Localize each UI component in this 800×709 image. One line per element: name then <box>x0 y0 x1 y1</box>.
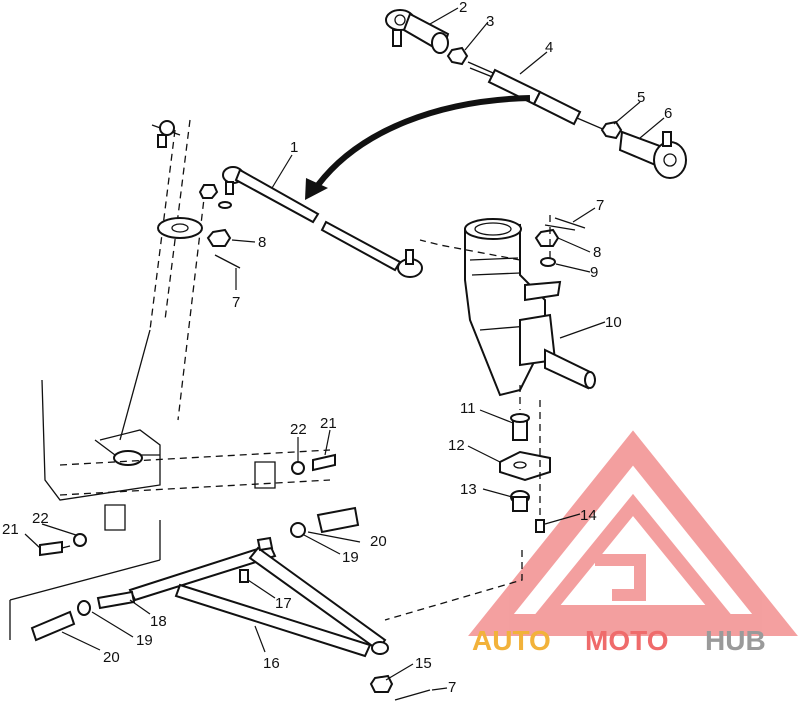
callout-16: 16 <box>263 655 280 672</box>
watermark-logo <box>468 430 798 636</box>
callout-1: 1 <box>290 139 298 156</box>
a-arm <box>96 536 389 658</box>
a-arm-hardware <box>30 453 431 701</box>
callout-11: 11 <box>460 400 476 417</box>
callout-7-arm: 7 <box>448 679 456 696</box>
watermark-part-moto: MOTO <box>585 625 668 656</box>
tie-rod-assembly-exploded <box>385 9 687 179</box>
callout-22-left: 22 <box>32 510 49 527</box>
callout-3: 3 <box>486 13 494 30</box>
callout-18: 18 <box>150 613 167 630</box>
callout-8-post: 8 <box>258 234 266 251</box>
callout-7-post: 7 <box>232 294 240 311</box>
watermark-part-auto: AUTO <box>472 625 551 656</box>
callout-22-right: 22 <box>290 421 307 438</box>
callout-14: 14 <box>580 507 597 524</box>
callout-17: 17 <box>275 595 292 612</box>
watermark-part-hub: HUB <box>705 625 766 656</box>
callout-4: 4 <box>545 39 553 56</box>
callout-20-right: 20 <box>370 533 387 550</box>
callout-19-right: 19 <box>342 549 359 566</box>
callout-10: 10 <box>605 314 622 331</box>
callout-2: 2 <box>459 0 467 16</box>
spindle <box>419 218 596 397</box>
frame-section <box>9 379 331 640</box>
callout-15: 15 <box>415 655 432 672</box>
callout-12: 12 <box>448 437 465 454</box>
callout-19-left: 19 <box>136 632 153 649</box>
callout-13: 13 <box>460 481 477 498</box>
callout-21-left: 21 <box>2 521 19 538</box>
callout-21-right: 21 <box>320 415 337 432</box>
tie-rod-assembled <box>222 166 423 278</box>
callout-8-spindle: 8 <box>593 244 601 261</box>
spindle-hardware <box>384 215 586 621</box>
watermark-text: AUTO MOTO HUB <box>472 625 766 656</box>
callout-9: 9 <box>590 264 598 281</box>
callout-7-spindle: 7 <box>596 197 604 214</box>
assembly-arrow <box>305 95 531 200</box>
steering-post <box>119 119 241 441</box>
callout-5: 5 <box>637 89 645 106</box>
callout-20-left: 20 <box>103 649 120 666</box>
callout-6: 6 <box>664 105 672 122</box>
leader-lines <box>24 7 665 691</box>
callout-numbers: 1 2 3 4 5 6 7 7 7 8 8 9 10 11 12 13 14 1… <box>2 0 672 696</box>
